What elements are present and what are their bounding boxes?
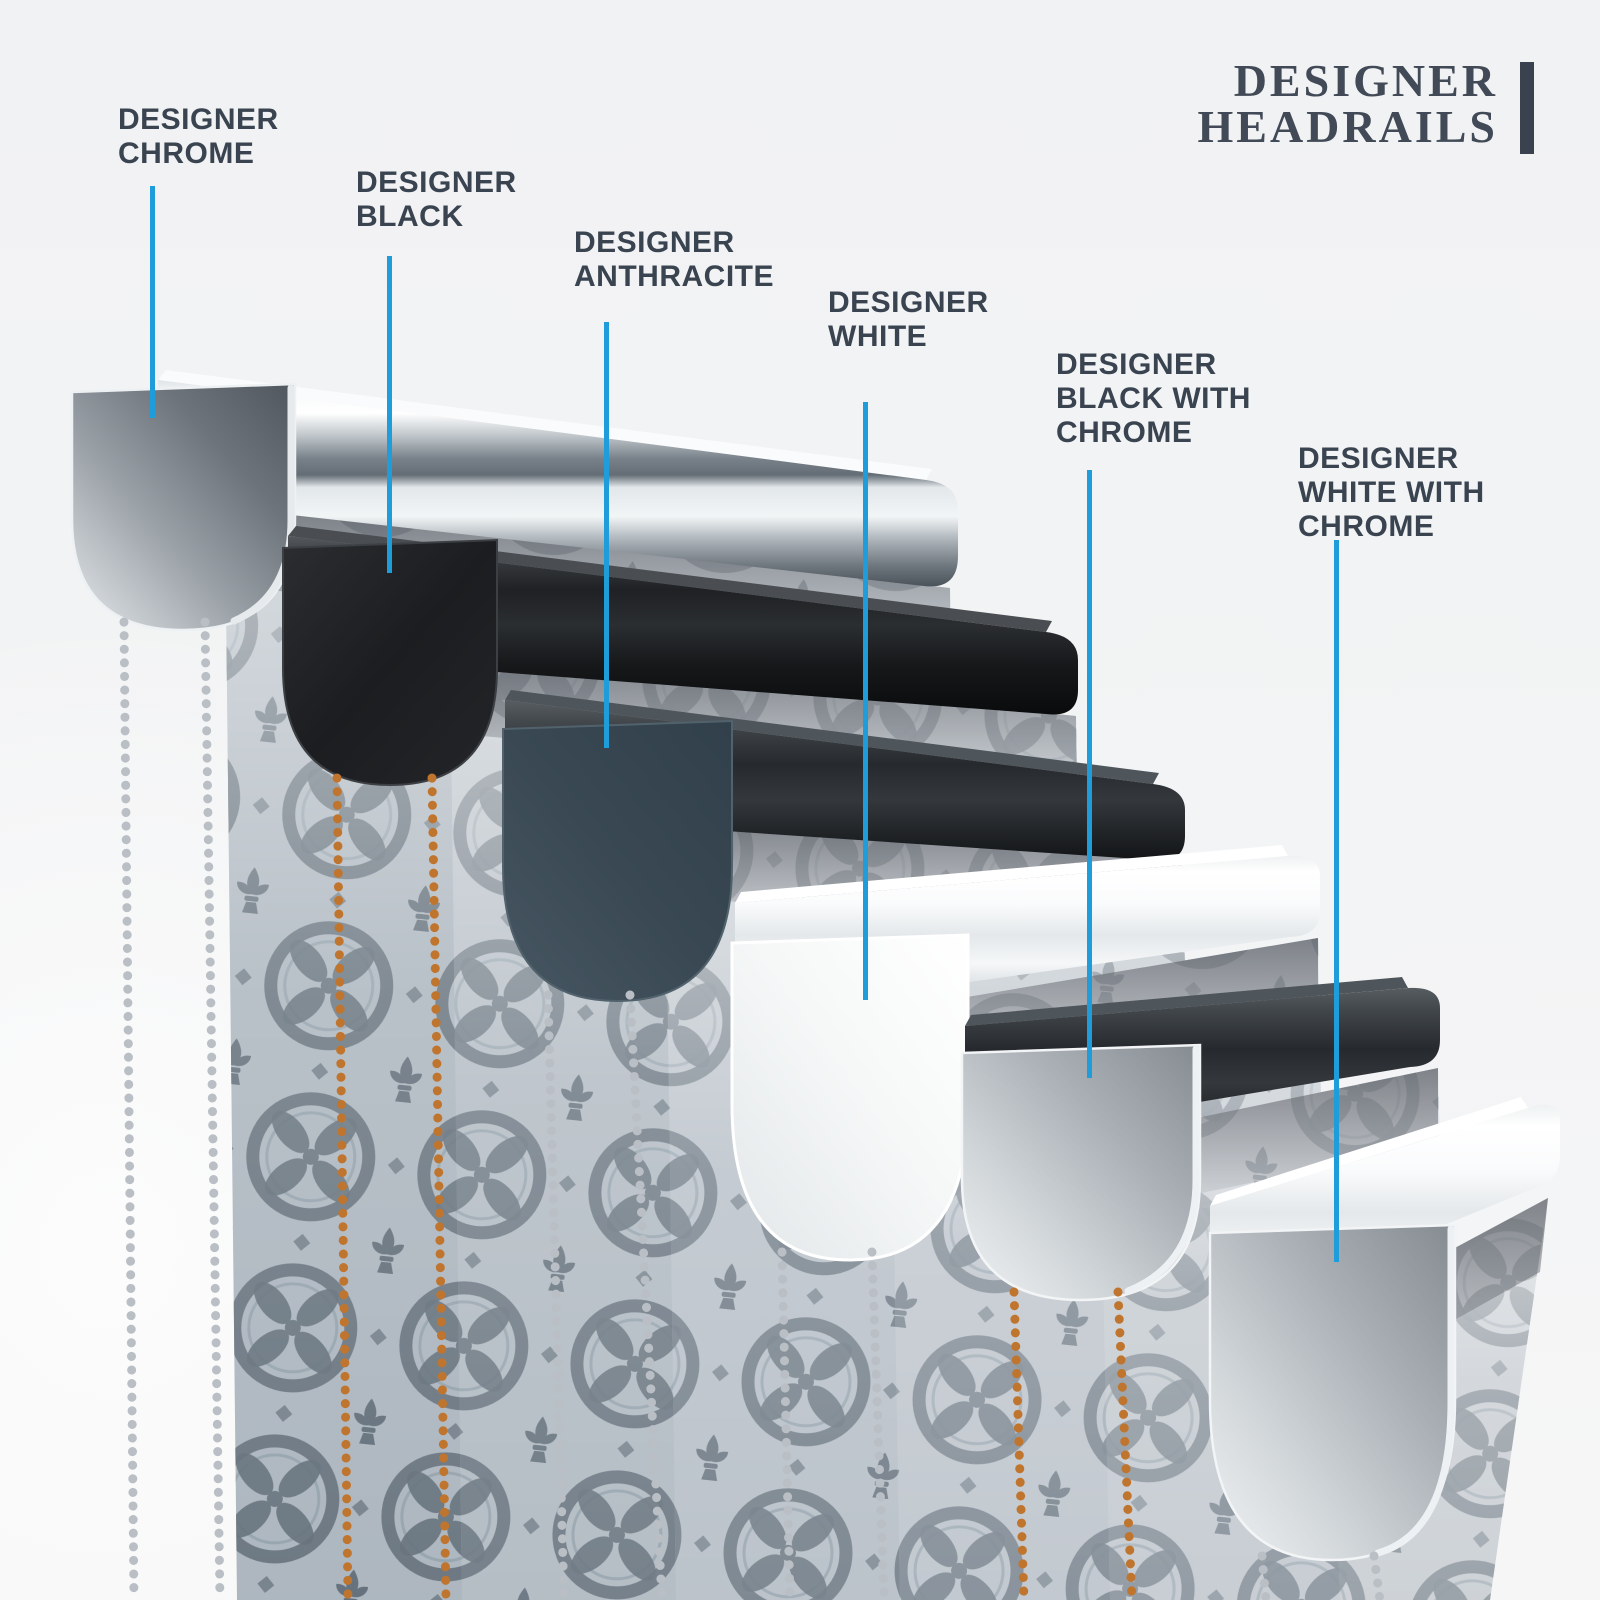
bead-chain-silver [777,1247,795,1600]
bead-chain-silver [119,617,139,1600]
end-cap-rim [230,384,295,625]
callout-label-designer-black-with-chrome: DESIGNER BLACK WITH CHROME [1056,348,1251,449]
bead-chain-silver [1369,1551,1385,1600]
callout-label-designer-white: DESIGNER WHITE [828,286,989,353]
end-cap-chrome [1208,1223,1457,1562]
rail-top-face [1210,1097,1528,1206]
bead-chain-copper [427,773,451,1600]
title-block: DESIGNER HEADRAILS [1197,58,1534,154]
callout-label-designer-chrome: DESIGNER CHROME [118,103,279,170]
bead-chain-silver [1257,1551,1271,1600]
bead-chain-copper [1009,1287,1029,1600]
bead-chain-silver [543,990,569,1600]
end-cap-rim [1374,1225,1455,1557]
bead-chain-copper [332,773,353,1600]
callout-leader-line-designer-anthracite [604,322,609,748]
callout-leader-line-designer-chrome [150,186,155,418]
callout-leader-line-designer-white-with-chrome [1334,540,1339,1262]
page-title: DESIGNER HEADRAILS [1197,55,1498,152]
callout-leader-line-designer-black-with-chrome [1087,470,1092,1078]
rail-top-face [965,977,1408,1026]
end-cap-black [282,538,498,787]
bead-chain-copper [1113,1287,1137,1600]
end-cap-chrome [70,382,297,632]
callout-label-designer-white-with-chrome: DESIGNER WHITE WITH CHROME [1298,442,1485,543]
rail-top-face [505,690,1159,784]
callout-label-designer-anthracite: DESIGNER ANTHRACITE [574,226,774,293]
end-cap-anthracite [502,719,733,1003]
headrail-designer-white-with-chrome [1208,1097,1560,1600]
callout-leader-line-designer-white [863,402,868,1000]
callout-leader-line-designer-black [387,256,392,573]
bead-chain-silver [200,617,225,1600]
end-cap-chrome [960,1043,1202,1302]
bead-chain-silver [625,990,667,1600]
rail-top-face [735,845,1288,903]
end-cap-rim [1124,1045,1200,1295]
rail-top-face [158,370,932,480]
callout-label-designer-black: DESIGNER BLACK [356,166,517,233]
cassette-rail-chrome [158,380,958,587]
bead-chain-silver [867,1247,889,1600]
end-cap-white [730,933,970,1262]
title-accent-bar [1520,62,1534,154]
